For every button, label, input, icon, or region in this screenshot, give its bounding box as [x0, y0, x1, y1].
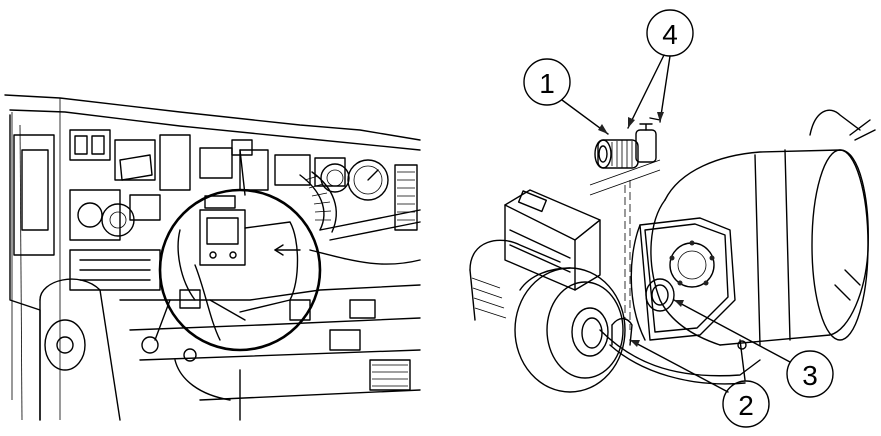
zoom-circle	[158, 188, 322, 352]
right-panel-heater-assembly: 1 4 2 3	[469, 9, 876, 428]
callout-4: 4	[627, 9, 694, 129]
svg-text:3: 3	[802, 360, 818, 391]
callout-2: 2	[629, 339, 770, 428]
svg-text:1: 1	[539, 68, 555, 99]
callout-1: 1	[523, 58, 609, 135]
left-panel-dashboard	[4, 94, 421, 421]
svg-text:4: 4	[662, 19, 678, 50]
callout-3: 3	[673, 299, 834, 398]
svg-text:2: 2	[738, 390, 754, 421]
